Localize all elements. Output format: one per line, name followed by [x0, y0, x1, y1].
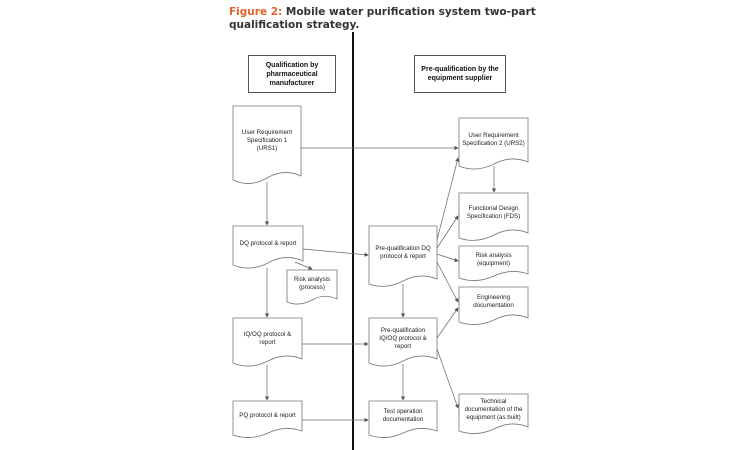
- node-technical: Technical documentation of the equipment…: [464, 398, 523, 421]
- arrow-pre-dq-to-engineering: [436, 261, 459, 303]
- engineering-shape: [458, 286, 529, 325]
- node-iqoq: IQ/OQ protocol & report: [243, 330, 292, 346]
- node-dq: DQ protocol & report: [239, 239, 297, 247]
- pre-iqoq-shape: [368, 317, 438, 367]
- node-pre-dq: Pre-qualification DQ protocol & report: [375, 244, 431, 260]
- arrow-pre-dq-to-urs2: [436, 157, 460, 241]
- column-divider: [352, 32, 354, 450]
- risk-process-shape: [286, 269, 338, 305]
- node-urs1: User Requirement Specification 1 (URS1): [241, 128, 293, 152]
- fds-shape: [458, 192, 529, 241]
- technical-shape: [458, 393, 529, 434]
- risk-equip-shape: [458, 245, 529, 281]
- pq-shape: [232, 400, 303, 438]
- node-fds: Functional Design Specification (FDS): [466, 205, 521, 220]
- arrow-dq-to-pre-dq: [302, 248, 369, 257]
- urs1-shape: [232, 105, 302, 184]
- iqoq-shape: [232, 317, 303, 367]
- arrow-dq-to-risk-process: [294, 261, 313, 270]
- dq-shape: [232, 225, 304, 269]
- figure-label: Figure 2:: [229, 6, 283, 18]
- node-urs2: User Requirement Specification 2 (URS2): [462, 131, 525, 147]
- arrow-pre-iqoq-to-engineering: [436, 307, 459, 339]
- node-pre-iqoq: Pre-qualification IQ/OQ protocol & repor…: [379, 326, 427, 350]
- pre-dq-shape: [368, 225, 438, 287]
- arrow-pre-dq-to-risk-equip: [436, 253, 459, 262]
- node-test-op: Test operation documentation: [382, 407, 424, 423]
- figure-title: Mobile water purification system two-par…: [229, 6, 536, 31]
- arrow-pre-dq-to-fds: [436, 215, 459, 249]
- urs2-shape: [458, 117, 529, 170]
- figure-caption: Figure 2: Mobile water purification syst…: [229, 6, 559, 32]
- header-equipment-supplier: Pre-qualification by the equipment suppl…: [414, 55, 506, 93]
- arrow-pre-iqoq-to-technical: [436, 348, 459, 409]
- node-risk-process: Risk analysis (process): [293, 275, 331, 291]
- header-pharmaceutical-manufacturer: Qualification by pharmaceutical manufact…: [248, 55, 336, 93]
- node-engineering: Engineering documentation: [473, 294, 514, 309]
- test-op-shape: [368, 400, 438, 438]
- node-risk-equip: Risk analysis (equipment): [475, 251, 512, 267]
- node-pq: PQ protocol & report: [239, 411, 296, 419]
